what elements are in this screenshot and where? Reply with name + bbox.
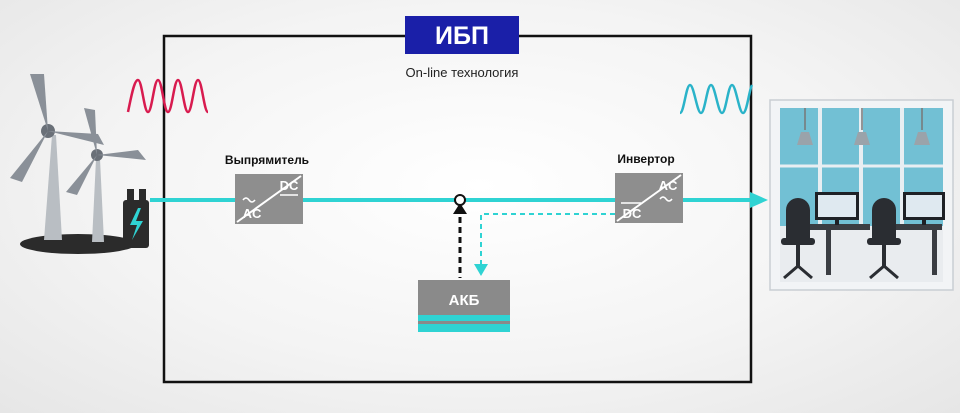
discharge-arrow [453, 203, 467, 214]
output-waveform [678, 83, 754, 115]
input-waveform [126, 78, 210, 114]
rectifier-ac-label: AC [243, 206, 262, 221]
ac-symbol-icon [659, 196, 673, 202]
junction-node [454, 194, 466, 206]
rectifier-label: Выпрямитель [225, 153, 309, 167]
rectifier-block: DC AC [235, 174, 303, 224]
inverter-dc-label: DC [623, 206, 642, 221]
ups-title: ИБП [435, 22, 489, 50]
office-workplace-icon [769, 99, 954, 291]
power-plug-icon [123, 189, 149, 248]
rectifier-dc-label: DC [280, 178, 299, 193]
output-arrow [750, 192, 768, 208]
ac-symbol-icon [242, 197, 256, 203]
battery-charge-line [480, 213, 615, 266]
wind-turbine-icon [10, 74, 146, 254]
inverter-block: AC DC [615, 173, 683, 223]
battery-block: АКБ [418, 280, 510, 332]
ups-title-badge: ИБП [405, 16, 519, 54]
battery-label: АКБ [449, 292, 480, 309]
inverter-label: Инвертор [617, 152, 674, 166]
ups-subtitle: On-line технология [406, 65, 519, 80]
inverter-ac-label: AC [659, 178, 678, 193]
charge-arrow [474, 264, 488, 276]
